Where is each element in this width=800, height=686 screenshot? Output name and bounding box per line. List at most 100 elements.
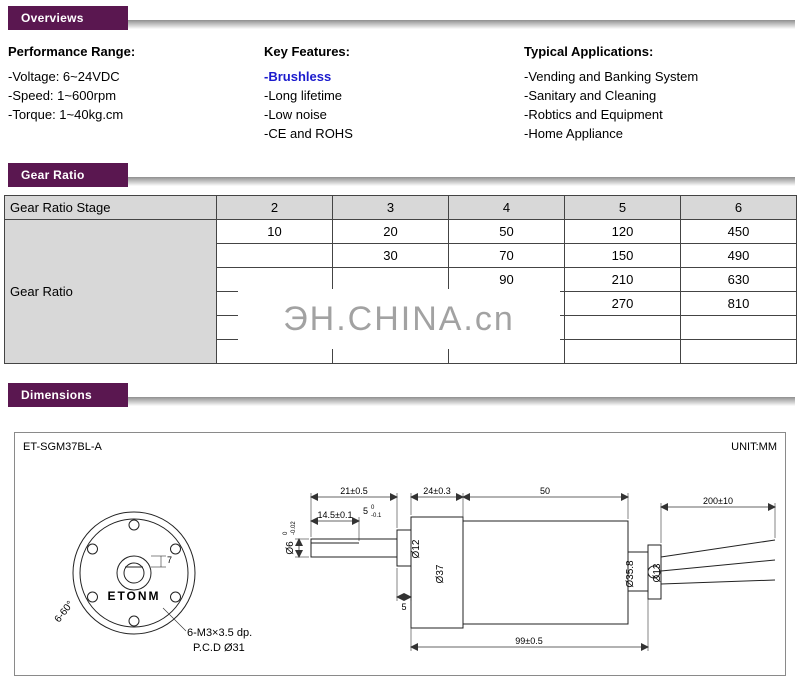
dim-7: 7: [167, 555, 172, 565]
side-view: 14.5±0.1 5 0 -0.1 21±0.5 24±0.3 50 200±1…: [283, 486, 776, 651]
table-header-row: Gear Ratio Stage 2 3 4 5 6: [4, 195, 797, 220]
dim-pilot-length: 5: [401, 602, 406, 612]
column-header: 6: [680, 195, 797, 220]
dim-flat-tol-bot: -0.1: [371, 513, 382, 519]
dim-wire-length: 200±10: [703, 496, 733, 506]
table-cell: 30: [332, 243, 449, 268]
key-features-heading: Key Features:: [264, 44, 350, 59]
mounting-hole: [87, 591, 98, 603]
typical-applications-column: Typical Applications: -Vending and Banki…: [524, 42, 698, 143]
section-header-overviews: Overviews: [8, 6, 795, 30]
dim-dia-boss: Ø13: [652, 563, 663, 582]
application-item: -Home Appliance: [524, 126, 623, 141]
feature-item: -CE and ROHS: [264, 126, 353, 141]
table-cell: 810: [680, 291, 797, 316]
mounting-hole: [87, 543, 98, 555]
table-row: 30 70 150 490: [5, 243, 797, 268]
connector-detail: [647, 565, 661, 579]
technical-drawing-svg: ET-SGM37BL-A UNIT:MM ETONM 7: [23, 441, 777, 654]
table-cell: 210: [564, 267, 681, 292]
table-cell: 120: [564, 219, 681, 244]
motor-body: [462, 520, 629, 625]
dim-flat-length: 14.5±0.1: [318, 510, 353, 520]
table-row: Gear Ratio 10 20 50 120 450: [4, 219, 797, 364]
pilot-boss: [396, 529, 412, 567]
application-item: -Sanitary and Cleaning: [524, 88, 657, 103]
flange-outer-circle: [72, 511, 196, 635]
dim-dia-shaft-tol-top: 0: [283, 531, 289, 535]
mounting-hole: [170, 591, 181, 603]
performance-item: -Voltage: 6~24VDC: [8, 69, 120, 84]
table-cell: [564, 315, 681, 340]
flange-inner-circle: [79, 518, 189, 628]
gear-ratio-badge: Gear Ratio: [8, 163, 128, 187]
front-view: ETONM 7 6-60° 6-M3×3.5 dp. P.C.D Ø31: [53, 511, 252, 654]
mounting-hole: [128, 615, 140, 627]
mounting-hole: [128, 519, 140, 531]
watermark: ЭН.CHINA.cn: [238, 289, 560, 349]
table-cell: [216, 243, 333, 268]
column-header: 3: [332, 195, 449, 220]
section-gradient-bar: [8, 397, 795, 406]
column-header: 2: [216, 195, 333, 220]
table-cell: 90: [448, 267, 565, 292]
table-cell: [680, 339, 797, 364]
table-row: 90 210 630: [5, 267, 797, 292]
model-label: ET-SGM37BL-A: [23, 441, 103, 453]
dim-dia-shaft-tol-bot: -0.02: [291, 521, 297, 535]
performance-item: -Torque: 1~40kg.cm: [8, 107, 124, 122]
table-cell: [564, 339, 681, 364]
dim-shaft-length: 21±0.5: [340, 486, 367, 496]
dim-gearbox-length: 24±0.3: [423, 486, 450, 496]
table-cell: 20: [332, 219, 449, 244]
dim-dia-pilot: Ø12: [411, 539, 422, 558]
column-header: 4: [448, 195, 565, 220]
dim-dia-gearbox: Ø37: [435, 564, 446, 583]
table-cell: [332, 267, 449, 292]
dim-flat-tol-top: 0: [371, 505, 375, 511]
table-cell: [216, 267, 333, 292]
key-features-column: Key Features: -Brushless -Long lifetime …: [264, 42, 353, 143]
feature-brushless: -Brushless: [264, 69, 332, 84]
performance-range-heading: Performance Range:: [8, 44, 136, 59]
dimensions-drawing: ET-SGM37BL-A UNIT:MM ETONM 7: [14, 432, 786, 676]
section-gradient-bar: [8, 20, 795, 29]
section-gradient-bar: [8, 177, 795, 186]
output-shaft: [310, 538, 398, 558]
application-item: -Robtics and Equipment: [524, 107, 663, 122]
table-cell: 50: [448, 219, 565, 244]
table-cell: 490: [680, 243, 797, 268]
dim-dia-shaft: Ø6: [285, 541, 296, 555]
table-cell: 270: [564, 291, 681, 316]
table-cell: [680, 315, 797, 340]
typical-applications-heading: Typical Applications:: [524, 44, 654, 59]
brand-label: ETONM: [107, 589, 160, 603]
dimensions-badge: Dimensions: [8, 383, 128, 407]
dia-shaft-group: Ø6 0 -0.02: [283, 521, 297, 555]
table-cell: 630: [680, 267, 797, 292]
tap-note: 6-M3×3.5 dp.: [187, 627, 252, 639]
performance-range-column: Performance Range: -Voltage: 6~24VDC -Sp…: [8, 42, 135, 124]
section-header-dimensions: Dimensions: [8, 383, 795, 407]
dim-dia-motor: Ø35.8: [625, 560, 636, 588]
table-cell: 450: [680, 219, 797, 244]
dim-flat-width: 5: [363, 506, 368, 516]
dim-motor-length: 50: [540, 486, 550, 496]
table-cell: 10: [216, 219, 333, 244]
feature-item: -Long lifetime: [264, 88, 343, 103]
feature-item: -Low noise: [264, 107, 327, 122]
shaft-circle: [123, 562, 145, 584]
mounting-hole: [170, 543, 181, 555]
wire: [660, 579, 776, 585]
table-cell: 150: [564, 243, 681, 268]
gear-ratio-row-label: Gear Ratio: [4, 219, 217, 364]
section-header-gear-ratio: Gear Ratio: [8, 163, 795, 187]
wire: [660, 539, 776, 558]
unit-label: UNIT:MM: [731, 441, 777, 453]
application-item: -Vending and Banking System: [524, 69, 699, 84]
dim-total-length: 99±0.5: [515, 636, 542, 646]
dim-hole-angle: 6-60°: [53, 599, 76, 625]
gearbox-body: [410, 516, 464, 629]
performance-item: -Speed: 1~600rpm: [8, 88, 117, 103]
